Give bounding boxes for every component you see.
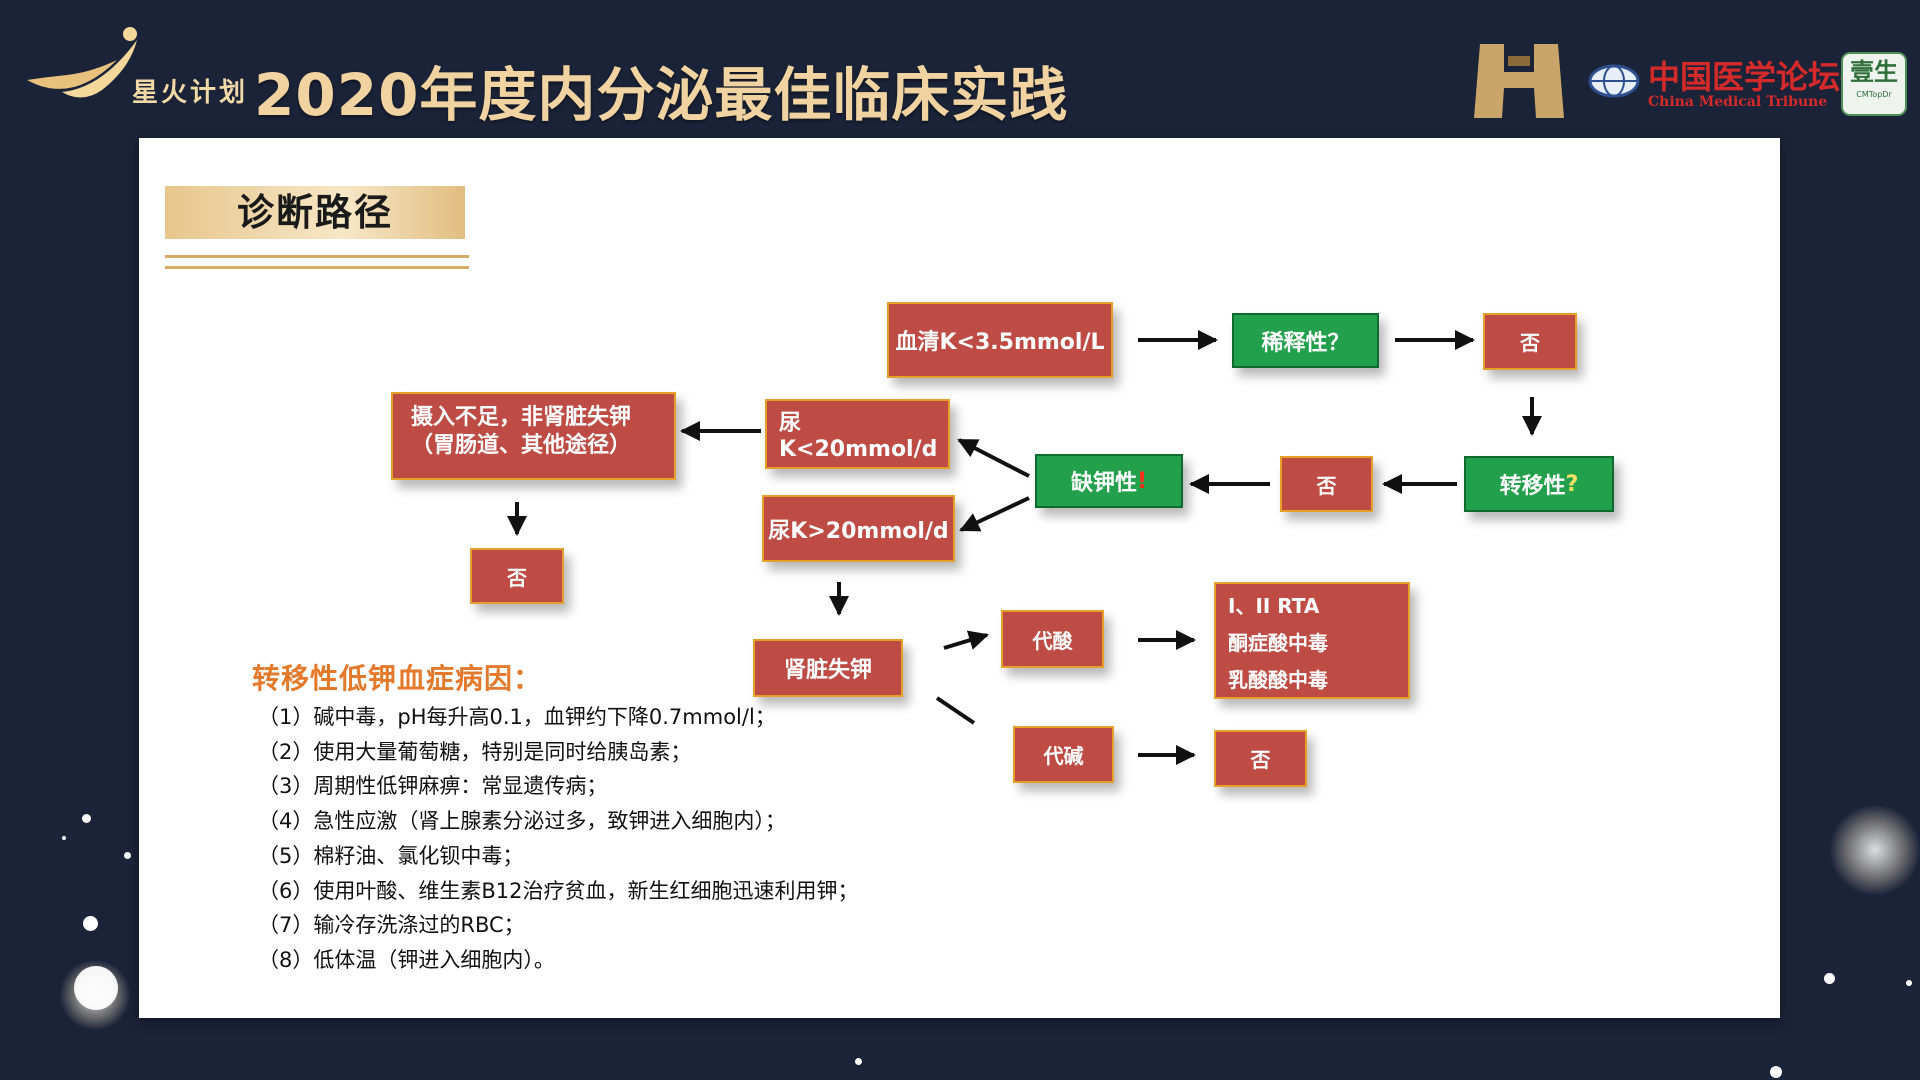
urine-low-k-box: 尿 K<20mmol/d [765, 399, 950, 469]
cause-item: （4）急性应激（肾上腺素分泌过多，致钾进入细胞内）； [258, 809, 786, 833]
arrow-deficit-to-urine-high [959, 496, 1030, 532]
sparkle-dot [855, 1058, 862, 1065]
h-logo-icon [1474, 44, 1564, 118]
flow-arrows [507, 330, 1542, 765]
rta-line3: 乳酸酸中毒 [1228, 668, 1328, 692]
deficit-box: 缺钾性 ! [1035, 454, 1183, 508]
serum-k-box: 血清K<3.5mmol/L [887, 302, 1113, 378]
brand-name: 星火计划 [132, 78, 249, 108]
partner-logo-cn: 中国医学论坛报 [1648, 58, 1873, 96]
sparkle-dot [74, 966, 118, 1010]
bokeh-light [1830, 805, 1920, 895]
partner-logo-en: China Medical Tribune [1648, 94, 1828, 110]
brand-logo-icon [27, 27, 137, 98]
no-box-left: 否 [470, 548, 564, 604]
slide-panel: 诊断路径 血清K<3.5mmol/L 稀释性？ 否 转移 [139, 138, 1780, 1018]
question-mark: ? [1565, 471, 1579, 497]
cause-item: （2）使用大量葡萄糖，特别是同时给胰岛素； [258, 740, 692, 764]
app-logo-en: CMTopDr [1856, 90, 1892, 99]
arrow-renal-to-acidosis [943, 630, 989, 650]
acidosis-box: 代酸 [1001, 610, 1104, 668]
intake-line2: （胃肠道、其他途径） [411, 433, 632, 458]
arrow-renal-to-alkalosis [935, 696, 976, 725]
arrow-deficit-to-urine-low [957, 438, 1030, 478]
section-tag: 诊断路径 [165, 186, 465, 239]
causes-title: 转移性低钾血症病因： [252, 662, 543, 695]
urine-high-k-box: 尿K>20mmol/d [762, 495, 955, 562]
no-box-middle: 否 [1280, 456, 1373, 512]
urine-low-line2: K<20mmol/d [779, 437, 938, 462]
app-logo-cn: 壹生 [1850, 57, 1898, 86]
alkalosis-box: 代碱 [1013, 726, 1114, 783]
urine-low-line1: 尿 [779, 411, 802, 436]
cause-item: （5）棉籽油、氯化钡中毒； [258, 844, 524, 868]
sparkle-dot [124, 852, 131, 859]
app-logo: 壹生 CMTopDr [1841, 52, 1907, 116]
deficit-label: 缺钾性 [1070, 471, 1137, 496]
rta-line1: I、II RTA [1228, 594, 1320, 618]
intake-line1: 摄入不足，非肾脏失钾 [411, 405, 632, 430]
cause-item: （8）低体温（钾进入细胞内）。 [258, 948, 555, 972]
sparkle-dot [82, 814, 91, 823]
no-box-top: 否 [1483, 313, 1577, 370]
page-title: 2020年度内分泌最佳临床实践 [254, 61, 1069, 129]
sparkle-dot [1824, 973, 1835, 984]
intake-box: 摄入不足，非肾脏失钾 （胃肠道、其他途径） [391, 392, 676, 480]
cause-item: （3）周期性低钾麻痹：常显遗传病； [258, 774, 608, 798]
cause-item: （6）使用叶酸、维生素B12治疗贫血，新生红细胞迅速利用钾； [258, 879, 859, 903]
shift-question-label: 转移性 [1499, 474, 1566, 499]
shift-question-box: 转移性 ? [1464, 456, 1614, 512]
sparkle-dot [83, 916, 98, 931]
cause-item: （7）输冷存洗涤过的RBC； [258, 913, 525, 937]
no-box-bottom: 否 [1214, 730, 1307, 787]
sparkle-dot [1770, 1066, 1782, 1078]
rta-line2: 酮症酸中毒 [1228, 631, 1328, 655]
globe-logo-icon [1588, 64, 1640, 98]
dilution-question-box: 稀释性？ [1232, 313, 1379, 368]
exclamation-mark: ! [1136, 468, 1148, 494]
section-divider [165, 255, 469, 269]
rta-box: I、II RTA 酮症酸中毒 乳酸酸中毒 [1214, 582, 1410, 699]
sparkle-dot [1906, 980, 1912, 986]
sparkle-dot [62, 836, 66, 840]
renal-loss-box: 肾脏失钾 [753, 639, 903, 697]
cause-item: （1）碱中毒，pH每升高0.1，血钾约下降0.7mmol/l； [258, 705, 776, 729]
